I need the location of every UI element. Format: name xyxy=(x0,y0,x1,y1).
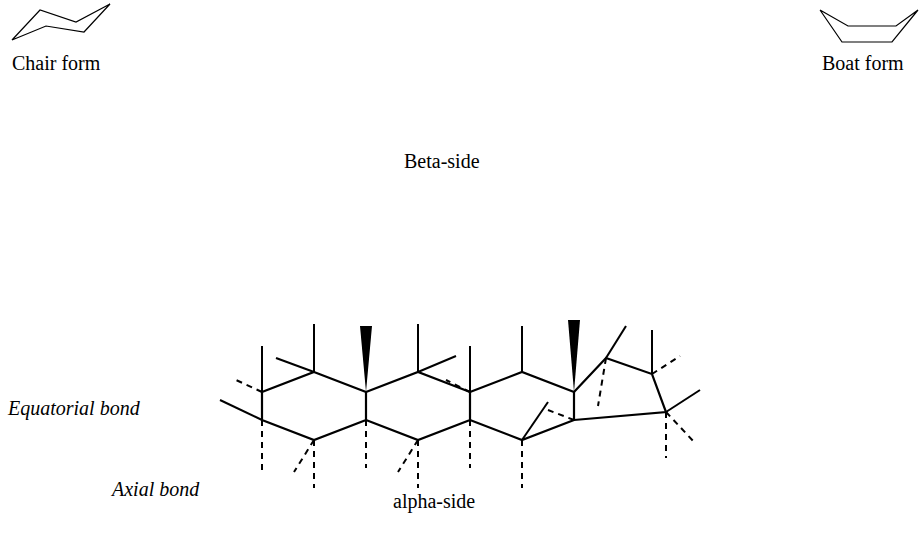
side-label: Beta-side xyxy=(404,150,480,172)
figure-caption: Boat form xyxy=(822,52,904,74)
axial-beta-bonds xyxy=(262,324,700,412)
equatorial-bonds xyxy=(220,326,626,440)
axial-alpha-bonds xyxy=(262,412,666,488)
chair-ring xyxy=(12,4,110,40)
equatorial-alpha-bonds xyxy=(236,356,696,472)
figure-caption: Chair form xyxy=(12,52,100,74)
side-label: alpha-side xyxy=(393,490,475,512)
bond-label: Equatorial bond xyxy=(8,397,140,419)
steroid-skeleton xyxy=(262,358,666,440)
bond-label: Axial bond xyxy=(112,478,199,500)
boat-ring xyxy=(820,10,918,42)
methyl-wedges xyxy=(360,320,580,392)
